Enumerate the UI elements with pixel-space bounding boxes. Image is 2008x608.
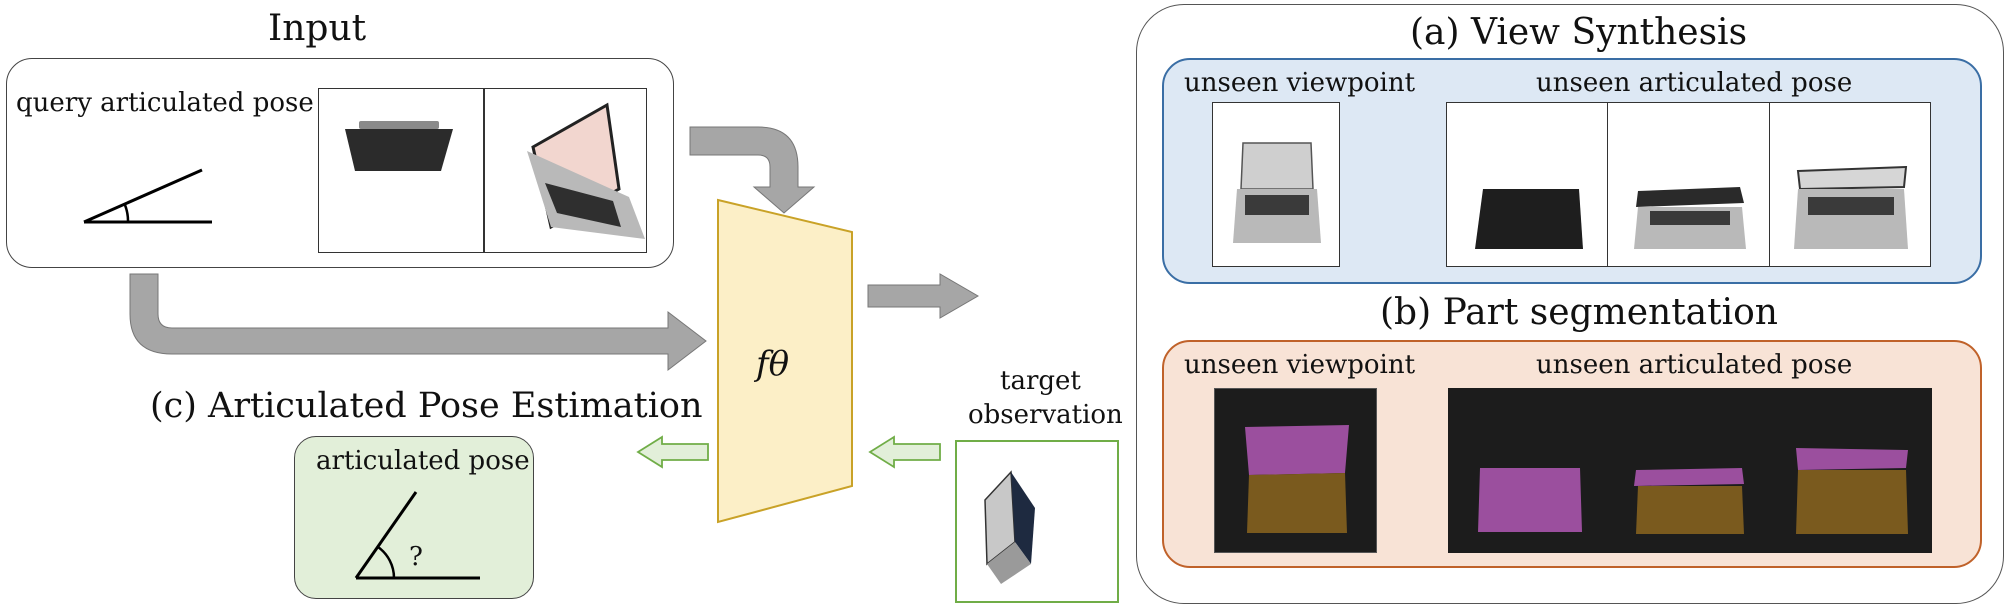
arrow-model-to-outputs [867,273,979,319]
laptop-closed-icon [1475,189,1583,249]
part-segmentation-title: (b) Part segmentation [1380,292,1778,333]
laptop-open-icon [1233,142,1321,243]
ps-unseen-pose-label: unseen articulated pose [1536,350,1853,380]
segmentation-mask [1796,448,1908,534]
view-synthesis-title: (a) View Synthesis [1410,12,1748,53]
vs-pose-image-2 [1607,102,1770,267]
model-block [717,198,853,524]
vs-viewpoint-image [1212,102,1340,267]
arrow-target-to-model [868,435,941,469]
laptop-open-icon [527,102,645,239]
ps-viewpoint-image [1214,388,1377,553]
input-title: Input [268,8,367,49]
arrow-input-to-model [689,126,816,214]
unknown-angle-symbol: ? [409,542,423,572]
articulated-pose-label: articulated pose [316,446,530,476]
laptop-closed-icon [345,121,453,171]
query-angle-icon [83,168,212,224]
laptop-open-icon [1794,165,1908,249]
ps-pose-image-3 [1770,388,1932,553]
vs-pose-image-3 [1769,102,1931,267]
ps-pose-image-2 [1608,388,1770,553]
arrow-pose-to-model [129,273,707,372]
vs-unseen-pose-label: unseen articulated pose [1536,68,1853,98]
model-symbol: fθ [756,344,790,384]
pose-estimation-title: (c) Articulated Pose Estimation [150,386,703,426]
vs-unseen-viewpoint-label: unseen viewpoint [1184,68,1416,98]
laptop-half-open-icon [1634,187,1746,249]
input-image-closed-laptop [318,88,484,253]
target-observation-frame [955,440,1119,603]
segmentation-mask [1245,425,1349,533]
target-label-line1: target [1000,366,1081,396]
target-label-line2: observation [968,400,1123,430]
query-pose-label: query articulated pose [16,88,314,118]
segmentation-mask [1634,468,1744,534]
pose-estimation-box [294,436,534,599]
ps-pose-image-1 [1448,388,1608,553]
arrow-model-to-pose [636,435,709,469]
unknown-angle-icon [354,491,480,580]
vs-pose-image-1 [1446,102,1608,267]
input-image-open-laptop [484,88,647,253]
segmentation-mask [1478,468,1582,532]
ps-unseen-viewpoint-label: unseen viewpoint [1184,350,1416,380]
target-laptop-icon [984,470,1035,584]
